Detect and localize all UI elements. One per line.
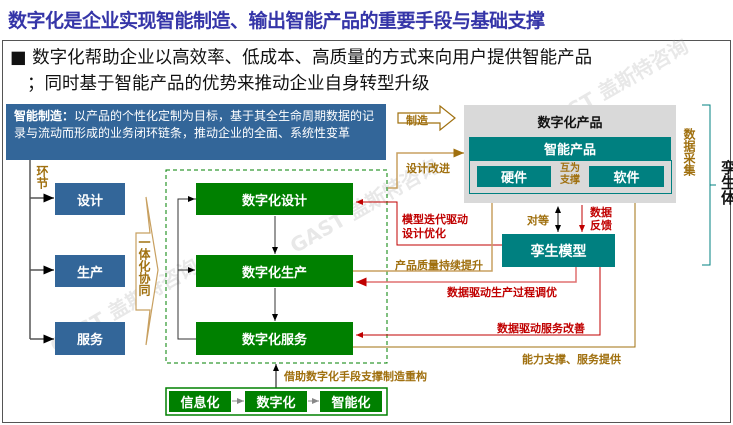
stage-production: 生产 bbox=[55, 255, 125, 287]
production-optimize-label: 数据驱动生产过程调优 bbox=[447, 286, 557, 299]
diagram-frame bbox=[2, 40, 731, 423]
evolution-label: 借助数字化手段支撑制造重构 bbox=[284, 370, 427, 383]
stage-design: 设计 bbox=[55, 183, 125, 215]
collaboration-label: 一体化协同 bbox=[137, 236, 151, 296]
model-iteration-label: 模型迭代驱动设计优化 bbox=[402, 213, 468, 240]
informatization-box: 信息化 bbox=[169, 391, 231, 412]
stages-label: 环节 bbox=[35, 165, 49, 189]
make-label: 制造 bbox=[406, 114, 428, 127]
digital-production-box: 数字化生产 bbox=[196, 255, 353, 287]
digital-product-title: 数字化产品 bbox=[537, 116, 603, 131]
bullet-line-1: ■ 数字化帮助企业以高效率、低成本、高质量的方式来向用户提供智能产品 bbox=[10, 48, 593, 68]
quality-label: 产品质量持续提升 bbox=[395, 259, 483, 272]
service-improve-label: 数据驱动服务改善 bbox=[497, 322, 585, 335]
software-box: 软件 bbox=[589, 166, 664, 187]
smart-product-outline bbox=[469, 160, 672, 194]
smart-manufacturing-definition: 智能制造：以产品的个性化定制为目标，基于其全生命周期数据的记录与流动而形成的业务… bbox=[6, 104, 386, 160]
data-collect-label: 数据采集 bbox=[682, 128, 696, 176]
mutual-support-label: 互为支撑 bbox=[560, 163, 580, 186]
digital-design-box: 数字化设计 bbox=[196, 183, 353, 215]
smart-product-bar: 智能产品 bbox=[469, 137, 671, 160]
bullet-line-2: ；同时基于智能产品的优势来推动企业自身转型升级 bbox=[27, 74, 430, 94]
stage-service: 服务 bbox=[55, 322, 125, 355]
bullet-square-icon: ■ bbox=[10, 48, 33, 68]
intelligentization-box: 智能化 bbox=[320, 391, 382, 412]
digital-service-box: 数字化服务 bbox=[196, 322, 353, 355]
hardware-box: 硬件 bbox=[477, 166, 551, 187]
twin-model-box: 孪生模型 bbox=[502, 234, 615, 267]
digitization-box: 数字化 bbox=[245, 391, 307, 412]
slide-title: 数字化是企业实现智能制造、输出智能产品的重要手段与基础支撑 bbox=[8, 10, 545, 32]
design-improve-label: 设计改进 bbox=[406, 162, 450, 175]
data-feedback-label: 数据反馈 bbox=[590, 206, 612, 232]
peer-label: 对等 bbox=[527, 214, 549, 227]
capability-label: 能力支撑、服务提供 bbox=[522, 353, 621, 366]
twin-body-label: 孪生体 bbox=[719, 160, 733, 205]
